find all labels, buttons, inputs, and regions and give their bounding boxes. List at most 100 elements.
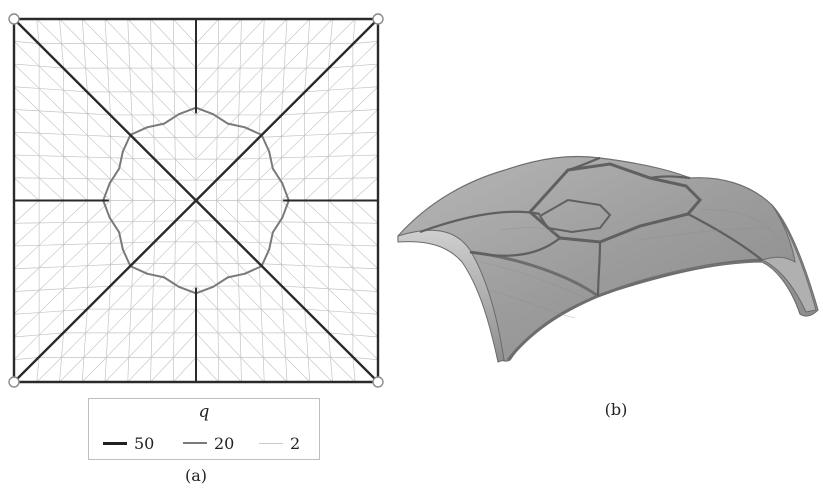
mesh-edge xyxy=(260,67,285,93)
mesh-edge xyxy=(104,18,107,44)
mesh-edge xyxy=(81,357,85,383)
mesh-edge xyxy=(217,91,240,116)
mesh-edge xyxy=(87,285,111,288)
mesh-edge xyxy=(328,244,354,269)
mesh-edge xyxy=(129,67,132,93)
mesh-edge xyxy=(87,113,111,137)
mesh-edge xyxy=(85,67,110,93)
mesh-edge xyxy=(304,156,329,180)
mesh-edge xyxy=(87,134,111,137)
mesh-edge xyxy=(352,267,379,270)
mesh-edge xyxy=(13,131,40,156)
mesh-edge xyxy=(38,110,64,113)
legend-line-20 xyxy=(183,442,207,444)
mesh-edge xyxy=(307,357,311,383)
legend-line-2 xyxy=(259,442,283,444)
mesh-edge xyxy=(328,43,331,69)
mesh-edge xyxy=(281,285,305,288)
mesh-edge xyxy=(13,109,40,112)
mesh-edge xyxy=(13,222,40,247)
mesh-edge xyxy=(63,243,88,268)
mesh-edge xyxy=(239,67,241,93)
mesh-edge xyxy=(130,91,133,116)
mesh-edge xyxy=(13,177,40,201)
mesh-edge xyxy=(87,178,111,201)
central-ring-edges xyxy=(102,106,290,295)
mesh-edge xyxy=(87,242,111,266)
mesh-edge xyxy=(85,308,88,334)
mesh-edge xyxy=(195,91,219,116)
mesh-edge xyxy=(195,332,219,358)
mesh-edge xyxy=(63,111,88,114)
mesh-edge xyxy=(282,308,285,334)
mesh-edge xyxy=(152,285,154,310)
mesh-edge xyxy=(262,18,288,44)
mesh-edge xyxy=(281,156,305,180)
mesh-edge xyxy=(110,221,134,244)
mesh-edge xyxy=(217,67,241,93)
mesh-edge xyxy=(173,43,197,69)
mesh-edge xyxy=(59,18,62,44)
mesh-edge xyxy=(13,63,40,67)
mesh-edge xyxy=(63,133,88,158)
mesh-edge xyxy=(239,332,264,358)
mesh-edge xyxy=(216,241,239,264)
mesh-edge xyxy=(304,89,329,114)
mesh-edge xyxy=(328,110,354,113)
mesh-edge xyxy=(195,357,220,383)
mesh-edge xyxy=(258,242,282,265)
mesh-edge xyxy=(63,308,88,312)
mesh-edge xyxy=(282,308,307,334)
mesh-edge xyxy=(130,285,154,310)
panel-b-shell xyxy=(397,155,819,363)
mesh-edge xyxy=(81,18,107,44)
mesh-edge xyxy=(238,91,240,116)
mesh-edge xyxy=(328,288,354,291)
mesh-edge xyxy=(106,332,131,358)
mesh-edge xyxy=(239,43,264,69)
mesh-edge xyxy=(216,114,240,138)
mesh-edge xyxy=(151,67,175,93)
mesh-edge xyxy=(352,154,379,157)
mesh-edge xyxy=(38,132,64,157)
mesh-edge xyxy=(132,241,155,243)
mesh-edge xyxy=(328,332,354,336)
mesh-edge xyxy=(352,245,379,270)
mesh-edge xyxy=(127,357,152,383)
ring-edge xyxy=(281,182,290,202)
mesh-edge xyxy=(129,308,153,334)
mesh-edge xyxy=(352,131,379,134)
mesh-edge xyxy=(352,312,379,338)
mesh-edge xyxy=(237,200,260,222)
mesh-edge xyxy=(281,135,305,159)
mesh-edge xyxy=(127,18,130,44)
mesh-edge xyxy=(63,178,88,201)
mesh-edge xyxy=(174,114,197,138)
mesh-edge xyxy=(239,332,242,358)
mesh-edge xyxy=(36,18,62,44)
support-node xyxy=(372,376,384,388)
mesh-edge xyxy=(63,287,88,290)
mesh-edge xyxy=(107,67,132,93)
mesh-edge xyxy=(61,332,64,358)
mesh-edge xyxy=(172,18,197,44)
mesh-edge xyxy=(154,179,176,201)
mesh-edge xyxy=(87,156,111,180)
mesh-edge xyxy=(195,43,219,69)
mesh-edge xyxy=(63,111,88,136)
mesh-edge xyxy=(132,158,155,181)
mesh-edge xyxy=(304,243,329,245)
mesh-edge xyxy=(352,86,379,89)
mesh-edge xyxy=(237,158,260,160)
mesh-edge xyxy=(132,220,155,243)
legend-item-20: 20 xyxy=(183,432,234,454)
mesh-edge xyxy=(132,200,155,222)
mesh-edge xyxy=(352,154,379,179)
mesh-edge xyxy=(13,312,40,338)
shell-left-edge xyxy=(397,229,505,363)
mesh-edge xyxy=(87,264,111,288)
mesh-edge xyxy=(352,267,379,292)
mesh-edge xyxy=(13,289,40,315)
ring-edge xyxy=(243,265,263,275)
mesh-edge xyxy=(131,263,155,287)
